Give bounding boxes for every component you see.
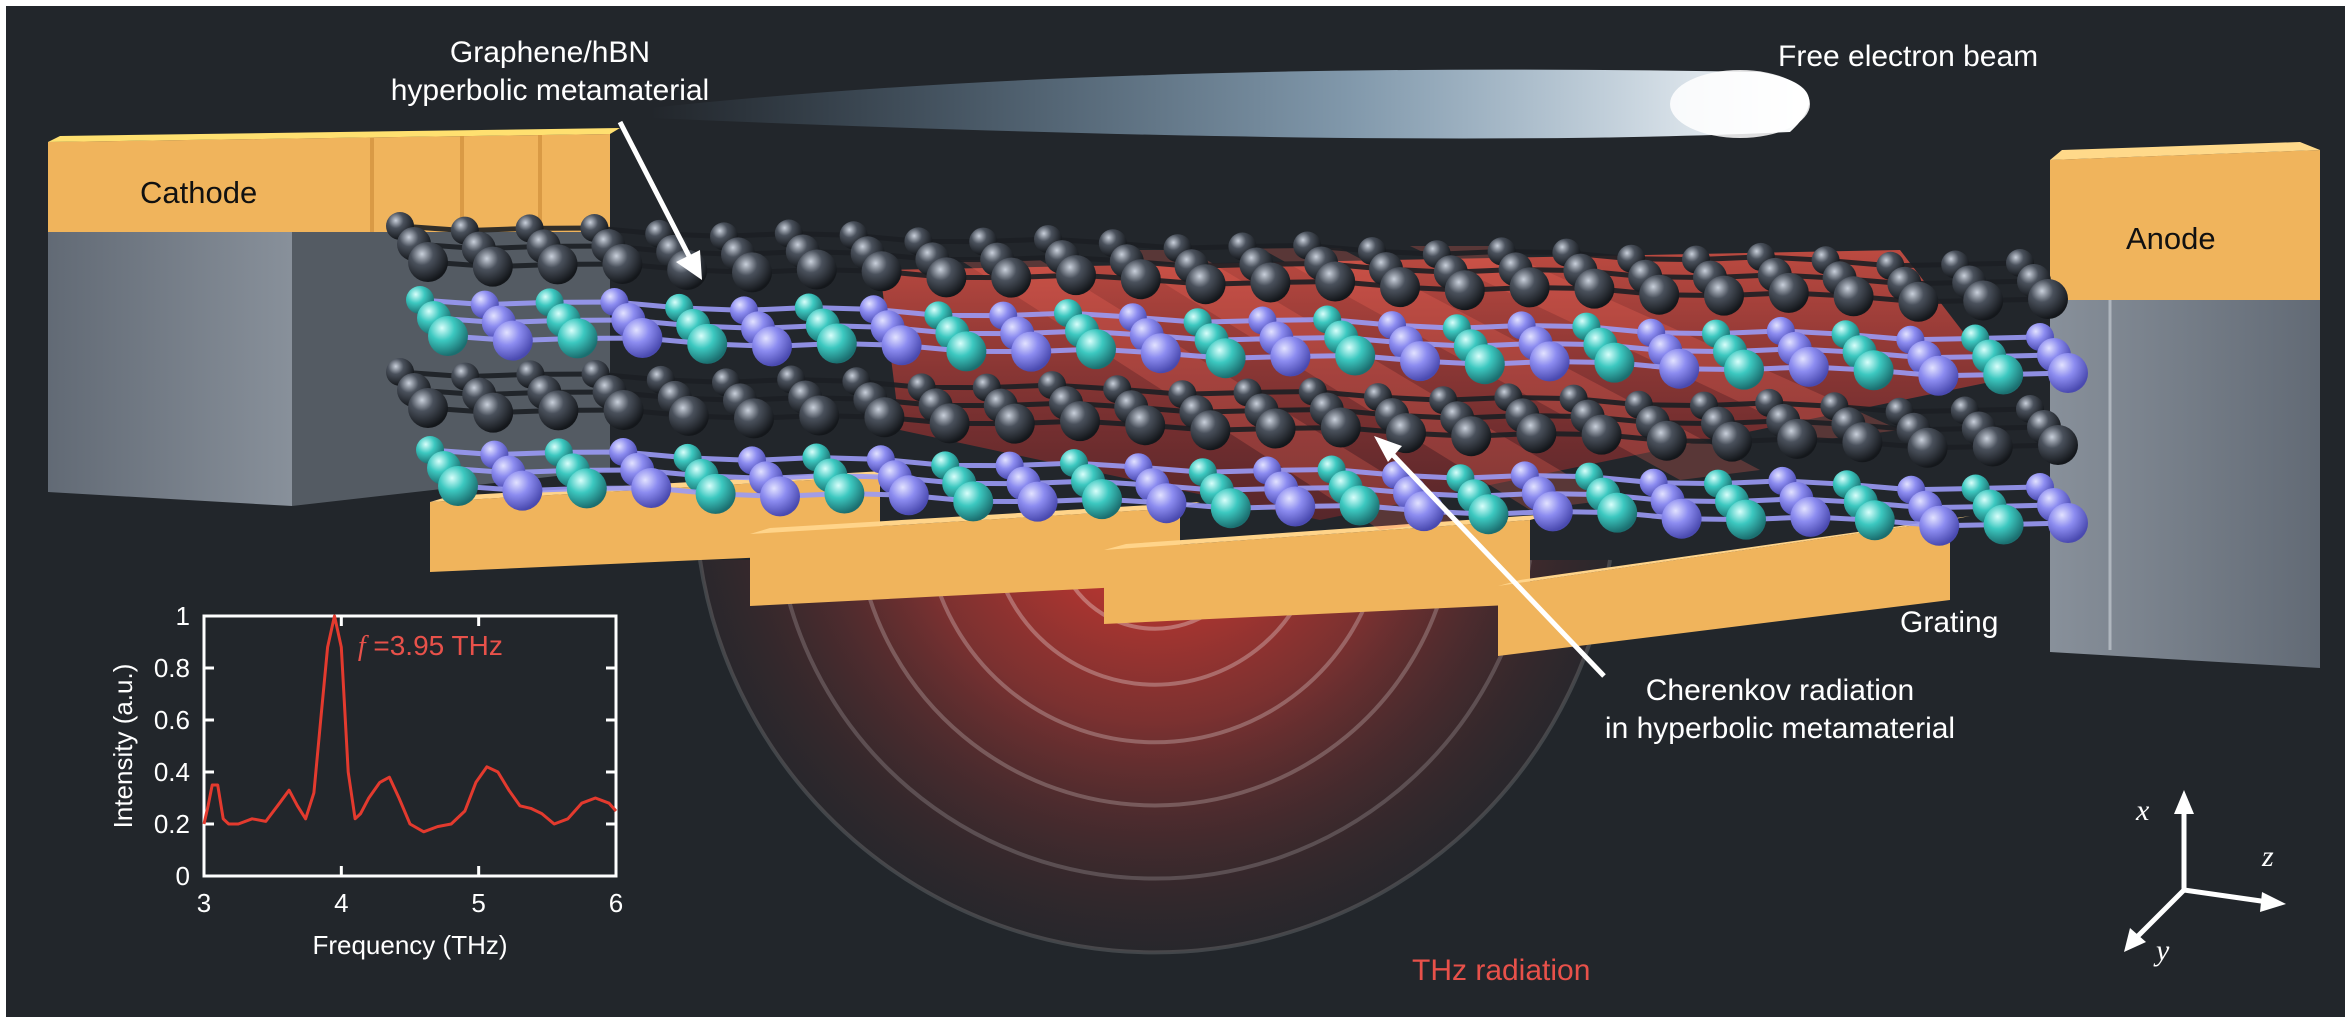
x-axis-arrowhead	[2174, 790, 2194, 814]
metamaterial-label: Graphene/hBN hyperbolic metamaterial	[330, 34, 770, 110]
thz-radiation-waves	[698, 559, 1612, 955]
peak-annotation-value: =3.95 THz	[366, 630, 503, 661]
cathode-block	[48, 128, 620, 506]
coordinate-axes	[2124, 790, 2286, 952]
spectrum-line	[202, 614, 618, 834]
graphene-layer-lower	[386, 358, 2078, 468]
y-tick-label: 0.6	[154, 705, 190, 735]
thz-radiation-label: THz radiation	[1412, 954, 1591, 987]
cathode-label: Cathode	[140, 175, 258, 210]
peak-annotation-var: f	[358, 631, 369, 662]
metamaterial-layers	[386, 212, 2088, 546]
electron-beam	[650, 69, 1810, 139]
anode-block	[2050, 142, 2320, 668]
graphene-layer-top	[386, 212, 2068, 322]
grating-label: Grating	[1900, 606, 1999, 639]
grating-bars	[430, 470, 1970, 656]
y-tick-label: 0.4	[154, 757, 190, 787]
metamaterial-label-line2: hyperbolic metamaterial	[390, 74, 710, 107]
z-axis-label: z	[2262, 840, 2274, 873]
x-axis-label: x	[2136, 794, 2150, 827]
metamaterial-label-line1: Graphene/hBN	[449, 36, 651, 69]
cherenkov-label: Cherenkov radiation in hyperbolic metama…	[1560, 672, 2000, 748]
metamaterial-arrow	[617, 120, 693, 260]
x-tick-label: 5	[471, 888, 485, 918]
chart-frame	[202, 614, 618, 878]
y-axis-title: Intensity (a.u.)	[108, 664, 138, 829]
electron-beam-label: Free electron beam	[1778, 40, 2039, 73]
y-tick-label: 0.2	[154, 809, 190, 839]
y-tick-label: 0	[176, 861, 190, 891]
x-tick-label: 4	[334, 888, 348, 918]
z-axis-arrowhead	[2260, 892, 2286, 912]
cherenkov-label-line1: Cherenkov radiation	[1645, 674, 1915, 707]
x-tick-label: 6	[609, 888, 623, 918]
hbn-layer-lower	[416, 436, 2088, 546]
metamaterial-arrowhead	[676, 250, 702, 280]
peak-annotation: f =3.95 THz	[358, 630, 503, 662]
y-tick-label: 1	[176, 601, 190, 631]
y-axis-arrowhead	[2124, 928, 2146, 952]
y-axis-label: y	[2156, 934, 2170, 967]
x-axis-title: Frequency (THz)	[312, 930, 507, 960]
cherenkov-arrow	[1390, 452, 1606, 678]
annotation-arrows	[617, 120, 1606, 678]
x-tick-label: 3	[197, 888, 211, 918]
anode-label: Anode	[2126, 221, 2216, 256]
y-tick-label: 0.8	[154, 653, 190, 683]
cherenkov-arrowhead	[1374, 436, 1402, 462]
hbn-layer-upper	[406, 286, 2088, 396]
cherenkov-label-line2: in hyperbolic metamaterial	[1604, 712, 1956, 745]
